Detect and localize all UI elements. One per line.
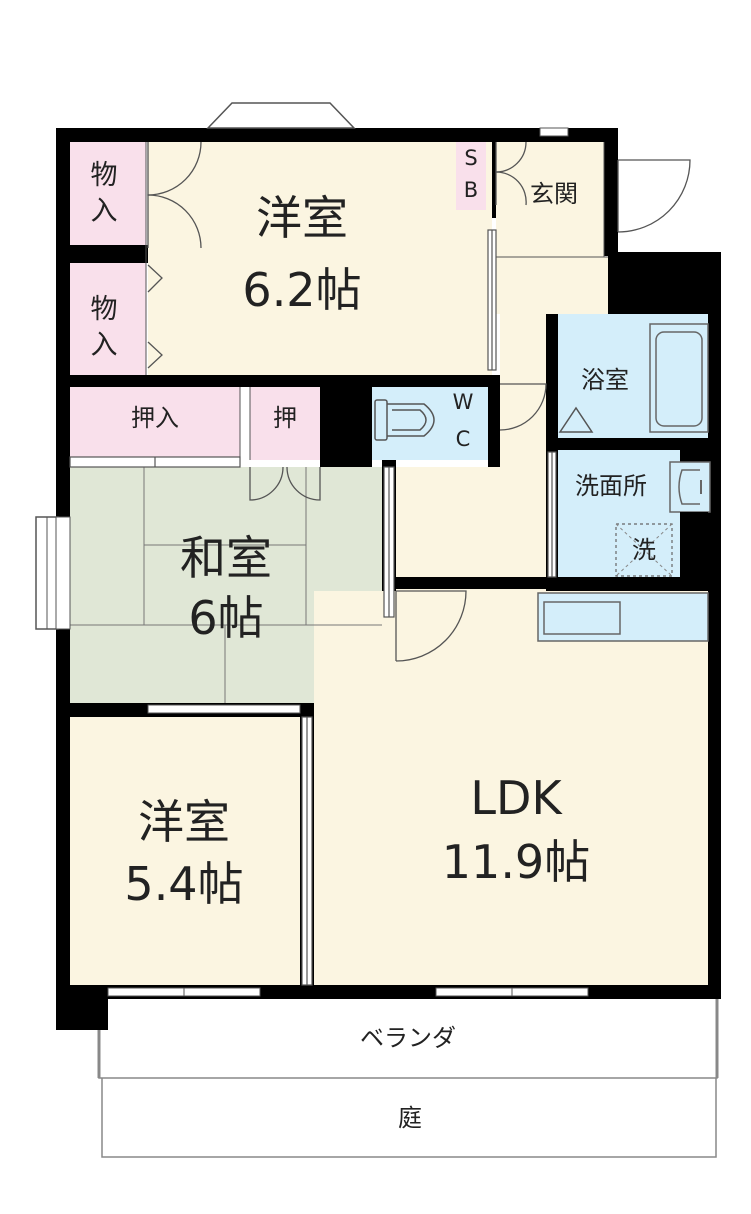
bathroom-label: 浴室 xyxy=(581,366,629,394)
western-north-name: 洋室 xyxy=(256,191,348,245)
sliding-doors xyxy=(69,229,557,986)
veranda-label: ベランダ xyxy=(360,1024,456,1052)
tatami-lines xyxy=(70,467,382,703)
storage-2-floor xyxy=(70,263,146,375)
closet-small-label: 押 xyxy=(273,404,297,432)
washer-label: 洗 xyxy=(632,536,656,564)
storage-2-line1: 物 xyxy=(90,294,118,325)
bay-window xyxy=(206,102,356,129)
japanese-name: 和室 xyxy=(180,531,272,585)
entrance-floor xyxy=(496,142,604,257)
storage-1-floor xyxy=(70,142,146,245)
bathtub xyxy=(649,323,709,433)
shoebox-line2: B xyxy=(463,178,479,202)
garden-area xyxy=(101,1076,717,1158)
ldk-size: 11.9帖 xyxy=(441,835,591,889)
toilet-floor xyxy=(372,387,488,460)
shoebox-floor xyxy=(456,142,486,210)
closet-long-label: 押入 xyxy=(131,404,179,432)
ldk-floor-2 xyxy=(396,589,546,593)
veranda-area xyxy=(98,997,718,1079)
toilet-line2: C xyxy=(455,427,471,451)
hall-floor-3 xyxy=(396,467,546,577)
toilet-fixture xyxy=(374,399,435,441)
room-outlines xyxy=(145,142,608,460)
storage-1-line1: 物 xyxy=(90,160,118,191)
washroom-label: 洗面所 xyxy=(575,472,647,500)
toilet-line1: W xyxy=(452,390,474,414)
japanese-size: 6帖 xyxy=(188,591,264,645)
entrance-label: 玄関 xyxy=(530,180,578,208)
washroom-floor xyxy=(558,450,680,577)
western-north-size: 6.2帖 xyxy=(242,263,362,317)
storage-1-line2: 入 xyxy=(90,196,118,227)
south-windows xyxy=(107,704,589,997)
hall-floor xyxy=(496,257,608,314)
western-south-name: 洋室 xyxy=(138,795,230,849)
western-north-floor xyxy=(148,142,492,375)
western-south-size: 5.4帖 xyxy=(124,857,244,911)
ldk-name: LDK xyxy=(470,771,562,825)
storage-2-line2: 入 xyxy=(90,330,118,361)
shoebox-line1: S xyxy=(464,146,478,170)
western-north-floor-2 xyxy=(440,218,492,375)
closet-long-floor xyxy=(70,387,240,460)
door-swings xyxy=(147,141,691,662)
closet-small-floor xyxy=(250,387,320,460)
garden-label: 庭 xyxy=(398,1104,422,1132)
kitchen-counter xyxy=(537,592,709,642)
western-south-floor xyxy=(70,717,300,985)
ldk-floor xyxy=(314,591,708,985)
